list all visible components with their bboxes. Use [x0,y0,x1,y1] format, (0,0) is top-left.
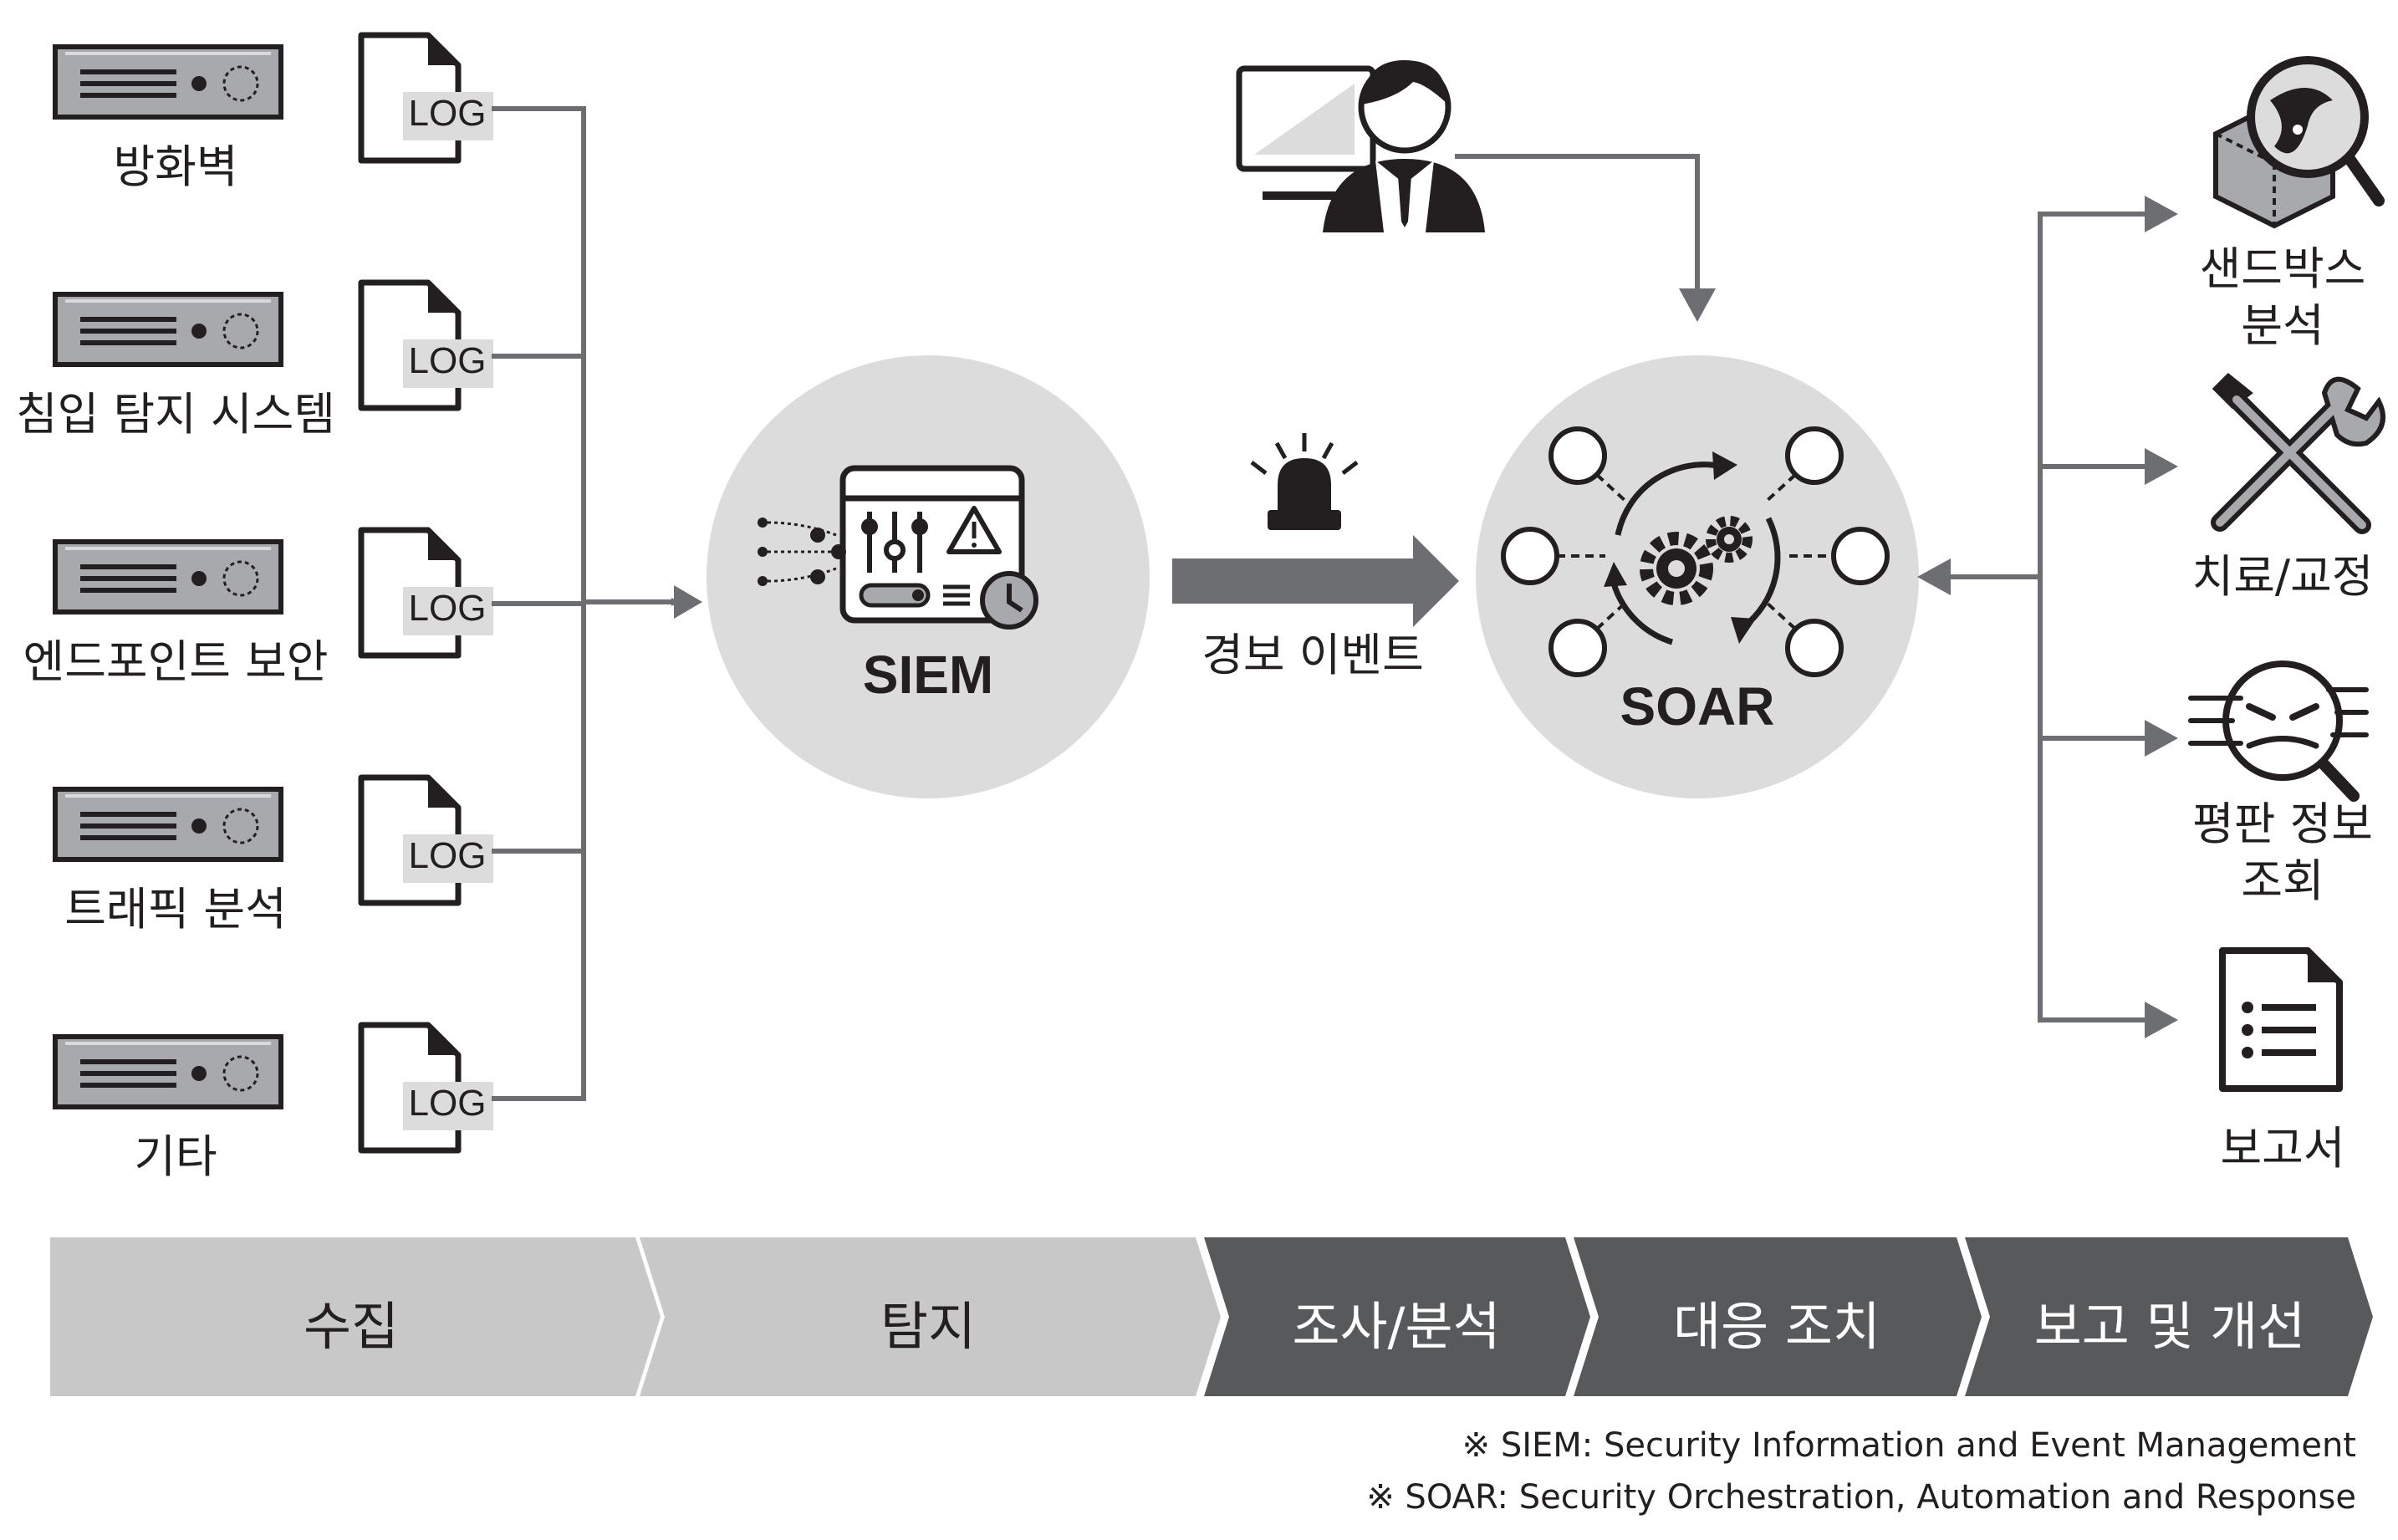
siem-dashboard-icon [758,465,1038,630]
output-label-report: 보고서 [2220,1122,2345,1175]
log-file-icon: LOG [361,35,493,161]
gear-icon [1640,532,1713,605]
stage-chevron [50,1237,661,1396]
source-label-endpoint: 엔드포인트 보안 [23,635,329,688]
alert-arrow [1172,535,1459,627]
output-label-remediation: 치료/교정 [2191,550,2374,603]
source-label-other: 기타 [134,1130,217,1183]
stage-chevron [1574,1237,1982,1396]
log-file-icon: LOG [361,283,493,408]
alert-event-label: 경보 이벤트 [1202,629,1424,681]
output-label-sandbox: 샌드박스 분석 [2199,242,2366,352]
reputation-lookup-icon [2188,660,2369,802]
log-connector-lines [492,106,680,1101]
report-document-icon [2219,947,2343,1092]
log-label: LOG [409,93,487,134]
footnote-soar: ※ SOAR: Security Orchestration, Automati… [1366,1478,2356,1517]
server-icon [55,47,281,117]
analyst-icon [1236,60,1485,232]
stage-chevron [640,1237,1221,1396]
stage-label-report-improve: 보고 및 개선 [2033,1296,2306,1357]
log-file-icon: LOG [361,530,493,655]
server-icon [55,542,281,612]
log-label: LOG [409,835,487,876]
arrow-head [674,585,702,619]
log-label: LOG [409,1083,487,1124]
source-label-traffic: 트래픽 분석 [64,883,287,936]
soar-automation-icon [1501,426,1890,677]
arrow-heads [1917,196,2178,1038]
siem-label: SIEM [862,645,994,705]
analyst-connector [1455,154,1700,291]
stage-label-respond: 대응 조치 [1673,1296,1880,1357]
soar-label: SOAR [1620,676,1775,737]
sandbox-analysis-icon [2213,56,2385,229]
process-stage-bar [50,1237,2373,1396]
source-label-ids: 침입 탐지 시스템 [15,388,336,441]
source-label-firewall: 방화벽 [113,140,238,193]
source-servers [55,47,281,1107]
tools-icon [2211,372,2385,534]
log-label: LOG [409,588,487,629]
log-label: LOG [409,340,487,381]
footnote-siem: ※ SIEM: Security Information and Event M… [1462,1426,2356,1465]
stage-chevron [1965,1237,2373,1396]
server-icon [55,294,281,365]
server-icon [55,1037,281,1107]
output-connector-lines [1948,212,2147,1022]
log-file-icon: LOG [361,1025,493,1150]
log-files: LOG LOG LOG LOG LOG [361,35,493,1150]
log-file-icon: LOG [361,778,493,903]
soar-node [1476,355,1919,798]
stage-chevron [1204,1237,1590,1396]
alarm-siren-icon [1250,433,1359,530]
stage-label-collect: 수집 [303,1296,400,1357]
arrow-head [1679,288,1716,322]
server-icon [55,789,281,859]
stage-label-investigate: 조사/분석 [1292,1296,1501,1357]
gear-icon [1706,516,1753,563]
stage-label-detect: 탐지 [880,1296,977,1357]
output-label-reputation: 평판 정보 조회 [2192,798,2373,907]
siem-node [707,355,1150,798]
